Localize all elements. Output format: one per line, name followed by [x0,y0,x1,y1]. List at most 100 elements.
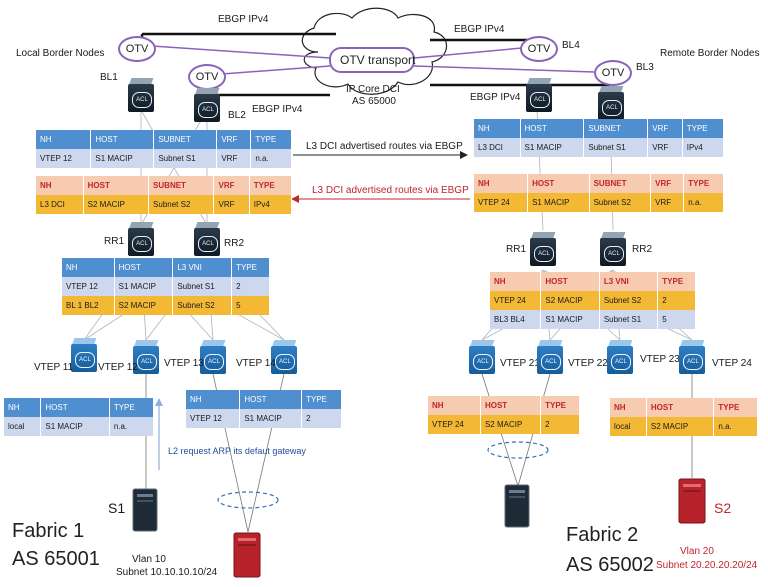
bl4-label: BL4 [562,40,580,51]
ip-core-as-label: AS 65000 [352,96,396,107]
acl-icon: ACL [541,354,561,370]
server-dark-fabric2-icon [504,484,530,528]
switch-vtep21: ACL [469,340,495,374]
switch-bl1: ACL [128,78,154,112]
fabric2-as: AS 65002 [566,554,654,576]
vpc-ellipse-fabric2 [487,441,549,459]
acl-icon: ACL [132,92,152,108]
rr1-right-label: RR1 [506,244,527,255]
s1-label: S1 [108,500,126,516]
switch-rr2-fabric2: ACL [600,232,626,266]
acl-icon: ACL [602,100,622,116]
vtep13-label: VTEP 13 [164,358,204,369]
switch-vtep13: ACL [200,340,226,374]
vtep24-label: VTEP 24 [712,358,752,369]
otv-bl4: OTV [520,36,558,62]
server-s1-icon [132,488,158,532]
acl-icon: ACL [530,92,550,108]
ebgp-label-top-right: EBGP IPv4 [454,24,505,35]
switch-bl4: ACL [526,78,552,112]
acl-icon: ACL [204,354,224,370]
ebgp-label-top-left: EBGP IPv4 [218,14,269,25]
switch-vtep22: ACL [537,340,563,374]
acl-icon: ACL [198,236,218,252]
vlan10-label: Vlan 10 [132,554,166,565]
switch-bl3: ACL [598,86,624,120]
switch-vtep11: ACL [71,338,97,372]
vlan20-label: Vlan 20 [680,546,714,557]
otv-links [151,45,595,75]
rr2-left-label: RR2 [224,238,245,249]
vtep11-label: VTEP 11 [34,362,74,373]
vtep23-label: VTEP 23 [640,354,680,365]
otv-bl2: OTV [188,64,226,90]
l3-dci-right-label: L3 DCI advertised routes via EBGP [306,141,463,152]
vtep12-label: VTEP 12 [98,362,138,373]
switch-vtep12: ACL [133,340,159,374]
ip-core-dci-label: IP Core DCI [346,84,400,95]
acl-icon: ACL [137,354,157,370]
switch-bl2: ACL [194,88,220,122]
acl-icon: ACL [604,246,624,262]
acl-icon: ACL [198,102,218,118]
acl-icon: ACL [534,246,554,262]
ip-core-cloud [301,7,448,95]
acl-icon: ACL [75,352,95,368]
server-s2-icon [678,478,706,524]
switch-rr1-fabric1: ACL [128,222,154,256]
bl3-label: BL3 [636,62,654,73]
otv-bl3: OTV [594,60,632,86]
subnet10-label: Subnet 10.10.10.10/24 [116,567,218,578]
fabric1-as: AS 65001 [12,548,100,570]
ebgp-label-bl4: EBGP IPv4 [470,92,521,103]
vpc-ellipse-fabric1 [217,491,279,509]
acl-icon: ACL [473,354,493,370]
local-border-nodes-label: Local Border Nodes [16,48,105,59]
fabric2-name: Fabric 2 [566,524,639,546]
ebgp-label-bl2: EBGP IPv4 [252,104,303,115]
l3-dci-left-label: L3 DCI advertised routes via EBGP [312,185,469,196]
subnet20-label: Subnet 20.20.20.20/24 [656,560,758,571]
switch-vtep23: ACL [607,340,633,374]
l2-request-label: L2 request ARP its defaut gateway [168,446,306,456]
server-red-fabric1-icon [233,532,261,578]
s2-label: S2 [714,500,732,516]
switch-vtep24: ACL [679,340,705,374]
rr1-left-label: RR1 [104,236,125,247]
vtep22-label: VTEP 22 [568,358,608,369]
fabric1-name: Fabric 1 [12,520,85,542]
rr2-right-label: RR2 [632,244,653,255]
remote-border-nodes-label: Remote Border Nodes [660,48,760,59]
acl-icon: ACL [683,354,703,370]
vtep21-label: VTEP 21 [500,358,540,369]
